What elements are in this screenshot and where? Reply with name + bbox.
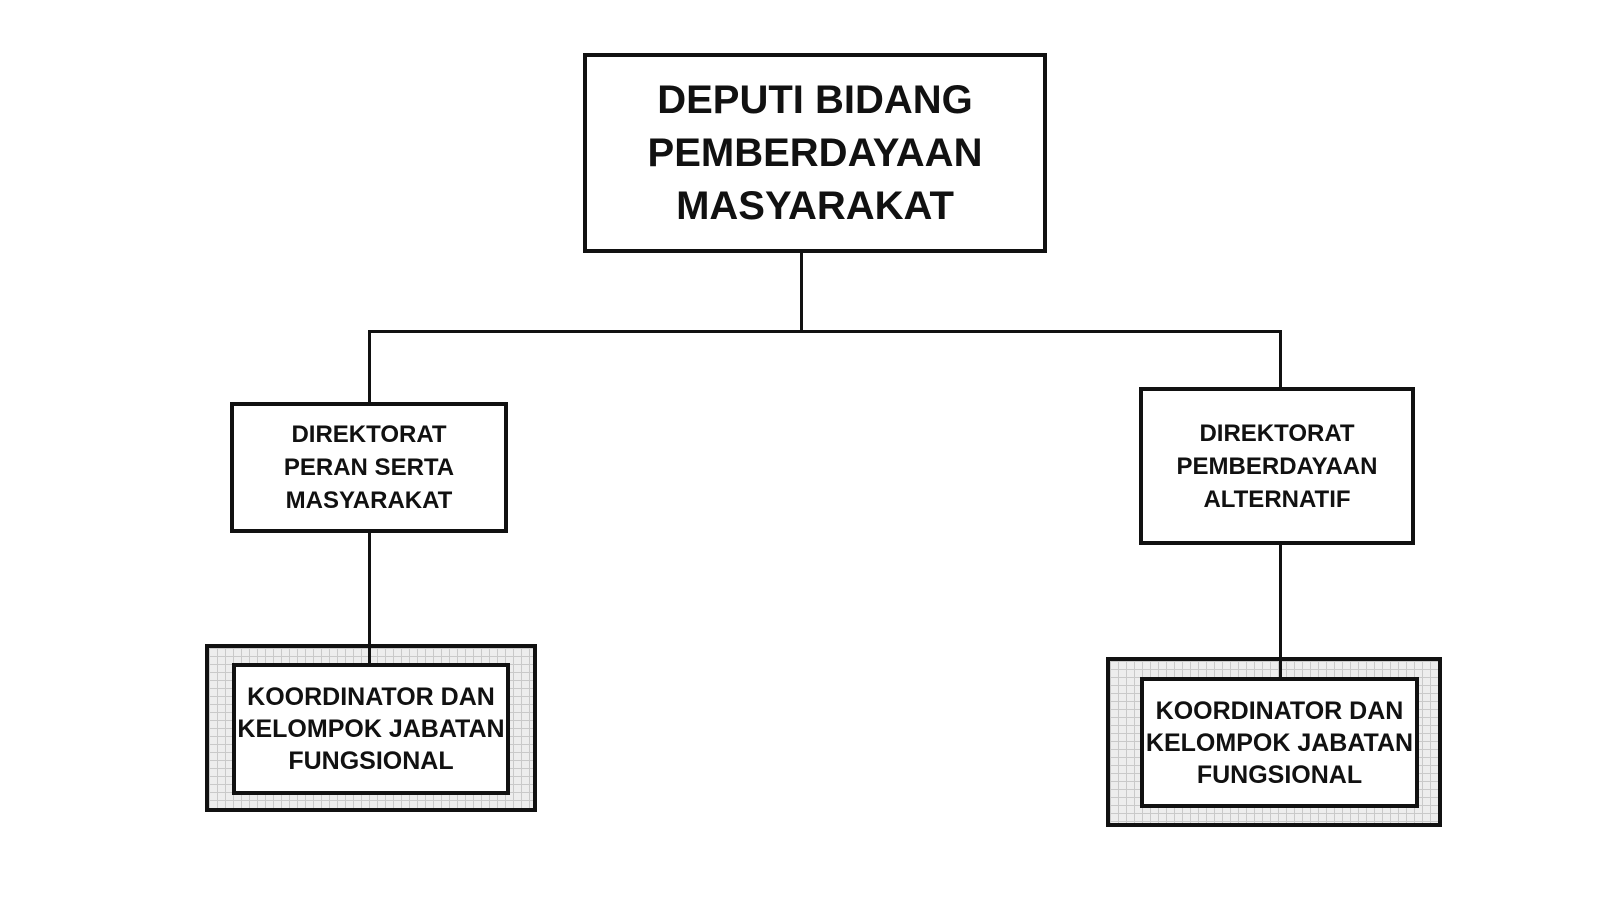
node-koordinator-right-label: KOORDINATOR DAN KELOMPOK JABATAN FUNGSIO… — [1145, 696, 1414, 789]
connector-to-koord-right — [1279, 545, 1282, 681]
node-koordinator-right: KOORDINATOR DAN KELOMPOK JABATAN FUNGSIO… — [1140, 677, 1419, 808]
node-koordinator-left: KOORDINATOR DAN KELOMPOK JABATAN FUNGSIO… — [232, 663, 510, 795]
connector-to-koord-left — [368, 533, 371, 667]
node-direktorat-peran-serta: DIREKTORAT PERAN SERTA MASYARAKAT — [230, 402, 508, 533]
connector-root-stem — [800, 253, 803, 333]
node-direktorat-pemberdayaan-alternatif-label: DIREKTORAT PEMBERDAYAAN ALTERNATIF — [1176, 419, 1378, 513]
koord-right-hatched-frame: KOORDINATOR DAN KELOMPOK JABATAN FUNGSIO… — [1106, 657, 1442, 827]
node-deputi-bidang-label: DEPUTI BIDANG PEMBERDAYAAN MASYARAKAT — [647, 77, 983, 228]
node-direktorat-peran-serta-label: DIREKTORAT PERAN SERTA MASYARAKAT — [283, 421, 455, 514]
connector-to-dir-left — [368, 330, 371, 404]
koord-left-hatched-frame: KOORDINATOR DAN KELOMPOK JABATAN FUNGSIO… — [205, 644, 537, 812]
connector-to-dir-right — [1279, 330, 1282, 389]
node-direktorat-pemberdayaan-alternatif: DIREKTORAT PEMBERDAYAAN ALTERNATIF — [1139, 387, 1415, 545]
connector-horizontal-bar — [368, 330, 1282, 333]
node-deputi-bidang: DEPUTI BIDANG PEMBERDAYAAN MASYARAKAT — [583, 53, 1047, 253]
node-koordinator-left-label: KOORDINATOR DAN KELOMPOK JABATAN FUNGSIO… — [237, 683, 505, 775]
